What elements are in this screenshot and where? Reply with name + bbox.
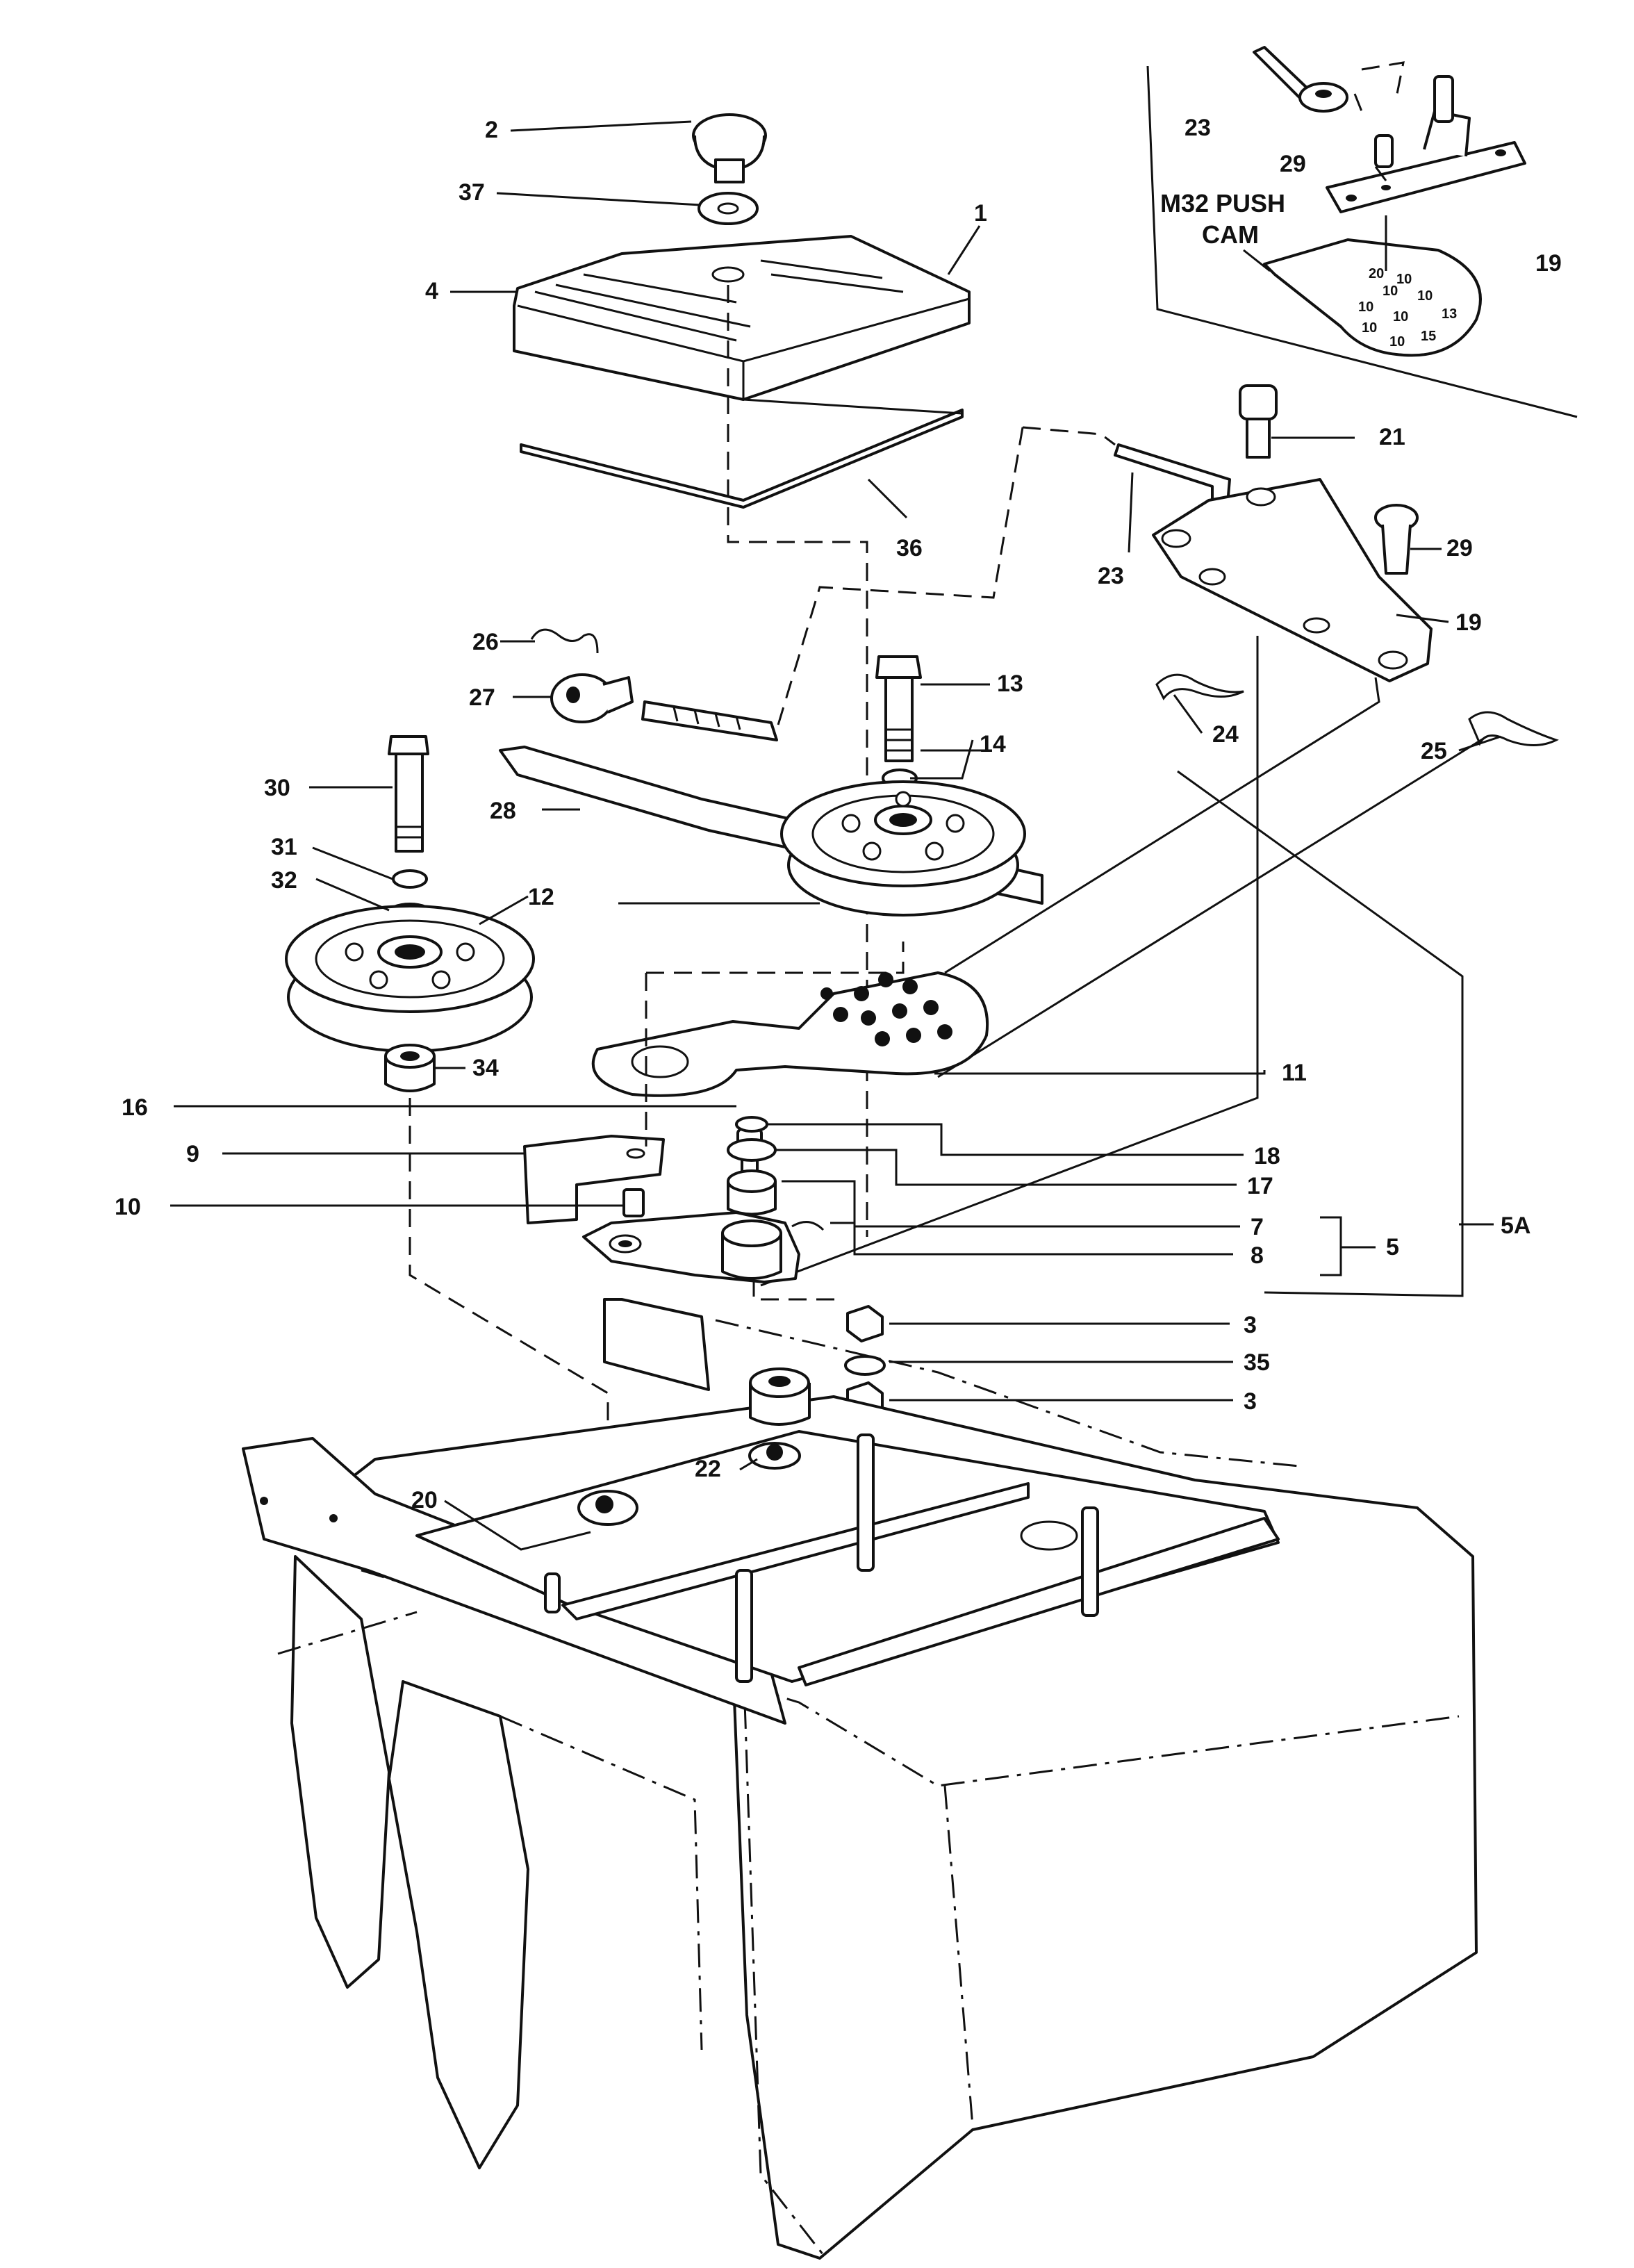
inset-detail: 20 10 10 10 10 13 10 10 15 10 M32 PUSH C…: [1146, 46, 1578, 418]
callout-23-main: 23: [1098, 563, 1124, 589]
callout-3-lower: 3: [1244, 1388, 1257, 1415]
cam-number: 15: [1421, 329, 1436, 344]
cam-number: 10: [1383, 284, 1398, 299]
inset-title-line2: CAM: [1202, 220, 1259, 249]
cam-number: 13: [1442, 306, 1457, 322]
callout-5a: 5A: [1501, 1213, 1530, 1239]
cam-number: 10: [1417, 288, 1433, 304]
callout-34: 34: [472, 1055, 499, 1081]
idler-arm-assembly: [499, 628, 1043, 917]
callout-14: 14: [980, 731, 1006, 757]
leader-lines: [170, 120, 1501, 1551]
callout-24: 24: [1212, 721, 1239, 748]
callout-4: 4: [425, 278, 438, 304]
inset-title-line1: M32 PUSH: [1160, 189, 1285, 217]
cam-number: 20: [1369, 266, 1384, 281]
callout-numbers: 1 2 37 4 36 23 23 21 29 29 19 19 26 27 1…: [115, 115, 1562, 1513]
callout-23-inset: 23: [1185, 115, 1211, 141]
cover-assembly: [513, 113, 971, 1237]
cam-number: 10: [1389, 334, 1405, 350]
callout-22: 22: [695, 1456, 721, 1482]
callout-1: 1: [974, 200, 987, 227]
left-pulley-assembly: [285, 735, 609, 1480]
callout-3-upper: 3: [1244, 1312, 1257, 1338]
callout-19-inset: 19: [1535, 250, 1562, 277]
cam-number: 10: [1393, 309, 1408, 324]
callout-5: 5: [1386, 1234, 1399, 1260]
callout-32: 32: [271, 867, 297, 894]
callout-31: 31: [271, 834, 297, 860]
cam-number: 10: [1396, 272, 1412, 287]
callout-17: 17: [1247, 1173, 1273, 1199]
callout-37: 37: [459, 179, 485, 206]
callout-25: 25: [1421, 738, 1447, 764]
callout-12: 12: [528, 884, 554, 910]
callout-29-main: 29: [1446, 535, 1473, 561]
callout-30: 30: [264, 775, 290, 801]
cam-plate-assembly: [523, 942, 989, 1419]
bracket-assembly: [760, 384, 1559, 1297]
callout-19-main: 19: [1455, 609, 1482, 636]
callout-11: 11: [1282, 1060, 1307, 1086]
callout-36: 36: [896, 535, 923, 561]
callout-20: 20: [411, 1487, 438, 1513]
callout-10: 10: [115, 1194, 141, 1220]
callout-29-inset: 29: [1280, 151, 1306, 177]
callout-2: 2: [485, 117, 498, 143]
callout-16: 16: [122, 1094, 148, 1121]
callout-7: 7: [1251, 1214, 1264, 1240]
callout-21: 21: [1379, 424, 1405, 450]
cam-number: 10: [1358, 299, 1373, 315]
callout-18: 18: [1254, 1143, 1280, 1169]
callout-13: 13: [997, 671, 1023, 697]
callout-8: 8: [1251, 1242, 1264, 1269]
cam-number: 10: [1362, 320, 1377, 336]
callout-35: 35: [1244, 1349, 1270, 1376]
callout-28: 28: [490, 798, 516, 824]
callout-9: 9: [186, 1141, 199, 1167]
callout-27: 27: [469, 684, 495, 711]
callout-26: 26: [472, 629, 499, 655]
base-frame: [242, 1298, 1478, 2260]
